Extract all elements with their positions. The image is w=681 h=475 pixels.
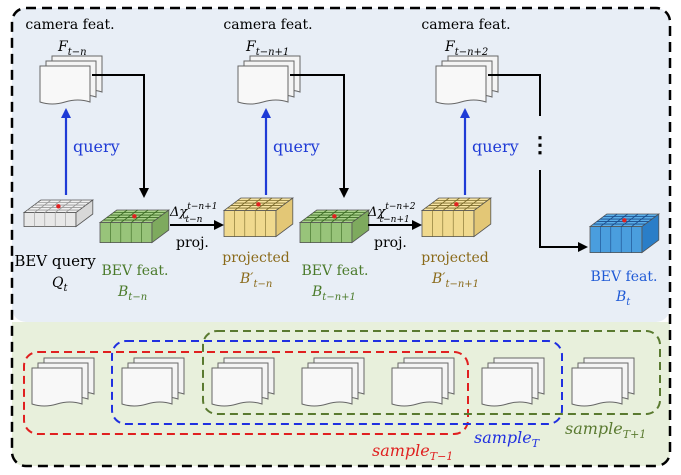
bev-query-symbol: Qt xyxy=(52,275,68,294)
feature-to-bev-arrow-1 xyxy=(92,74,149,198)
feature-label-1: Ft−n xyxy=(57,39,87,58)
projected-label-1: projected xyxy=(222,250,289,266)
final-bev-symbol: Bt xyxy=(615,289,631,308)
camera-label-3: camera feat. xyxy=(421,17,510,33)
projected-cube-1 xyxy=(222,197,294,238)
bev-feat-symbol-1: Bt−n xyxy=(117,284,147,303)
bev-feat-label-1: BEV feat. xyxy=(102,263,169,279)
top-panel-bg xyxy=(12,8,670,322)
bev-feat-cube-1 xyxy=(98,209,171,244)
feature-to-bev-arrow-2 xyxy=(290,74,349,198)
feature-label-2: Ft−n+1 xyxy=(245,39,289,58)
camera-label-1: camera feat. xyxy=(25,17,114,33)
feature-to-final-upper xyxy=(488,74,541,116)
final-bev-label: BEV feat. xyxy=(591,269,658,285)
bev-query-label: BEV query xyxy=(14,252,96,270)
bev-feat-symbol-2: Bt−n+1 xyxy=(311,284,356,303)
query-label-3: query xyxy=(472,137,519,156)
outer-dashed-border xyxy=(10,6,672,468)
final-bev-cube xyxy=(588,213,660,254)
feature-label-3: Ft−n+2 xyxy=(444,39,488,58)
projected-label-2: projected xyxy=(421,250,488,266)
sample-t-plus-1-label: sampleT+1 xyxy=(565,419,646,441)
camera-label-2: camera feat. xyxy=(223,17,312,33)
proj-label-2: proj. xyxy=(374,235,407,251)
projected-symbol-1: B′t−n xyxy=(239,271,272,290)
sample-t-label: sampleT xyxy=(474,428,541,450)
projected-symbol-2: B′t−n+1 xyxy=(431,271,479,290)
proj-label-1: proj. xyxy=(176,235,209,251)
bev-feat-cube-2 xyxy=(298,209,370,244)
sample-t-minus-1-box xyxy=(23,351,469,435)
projected-cube-2 xyxy=(420,197,492,238)
sample-t-plus-1-box xyxy=(202,330,661,415)
bev-feat-label-2: BEV feat. xyxy=(302,263,369,279)
sample-t-box xyxy=(111,340,563,425)
sample-t-minus-1-label: sampleT−1 xyxy=(372,441,453,463)
query-label-2: query xyxy=(273,137,320,156)
ellipsis-icon: ⋮ xyxy=(529,132,551,158)
feature-to-final-lower xyxy=(539,170,588,252)
bev-query-cube xyxy=(22,199,95,228)
query-label-1: query xyxy=(73,137,120,156)
